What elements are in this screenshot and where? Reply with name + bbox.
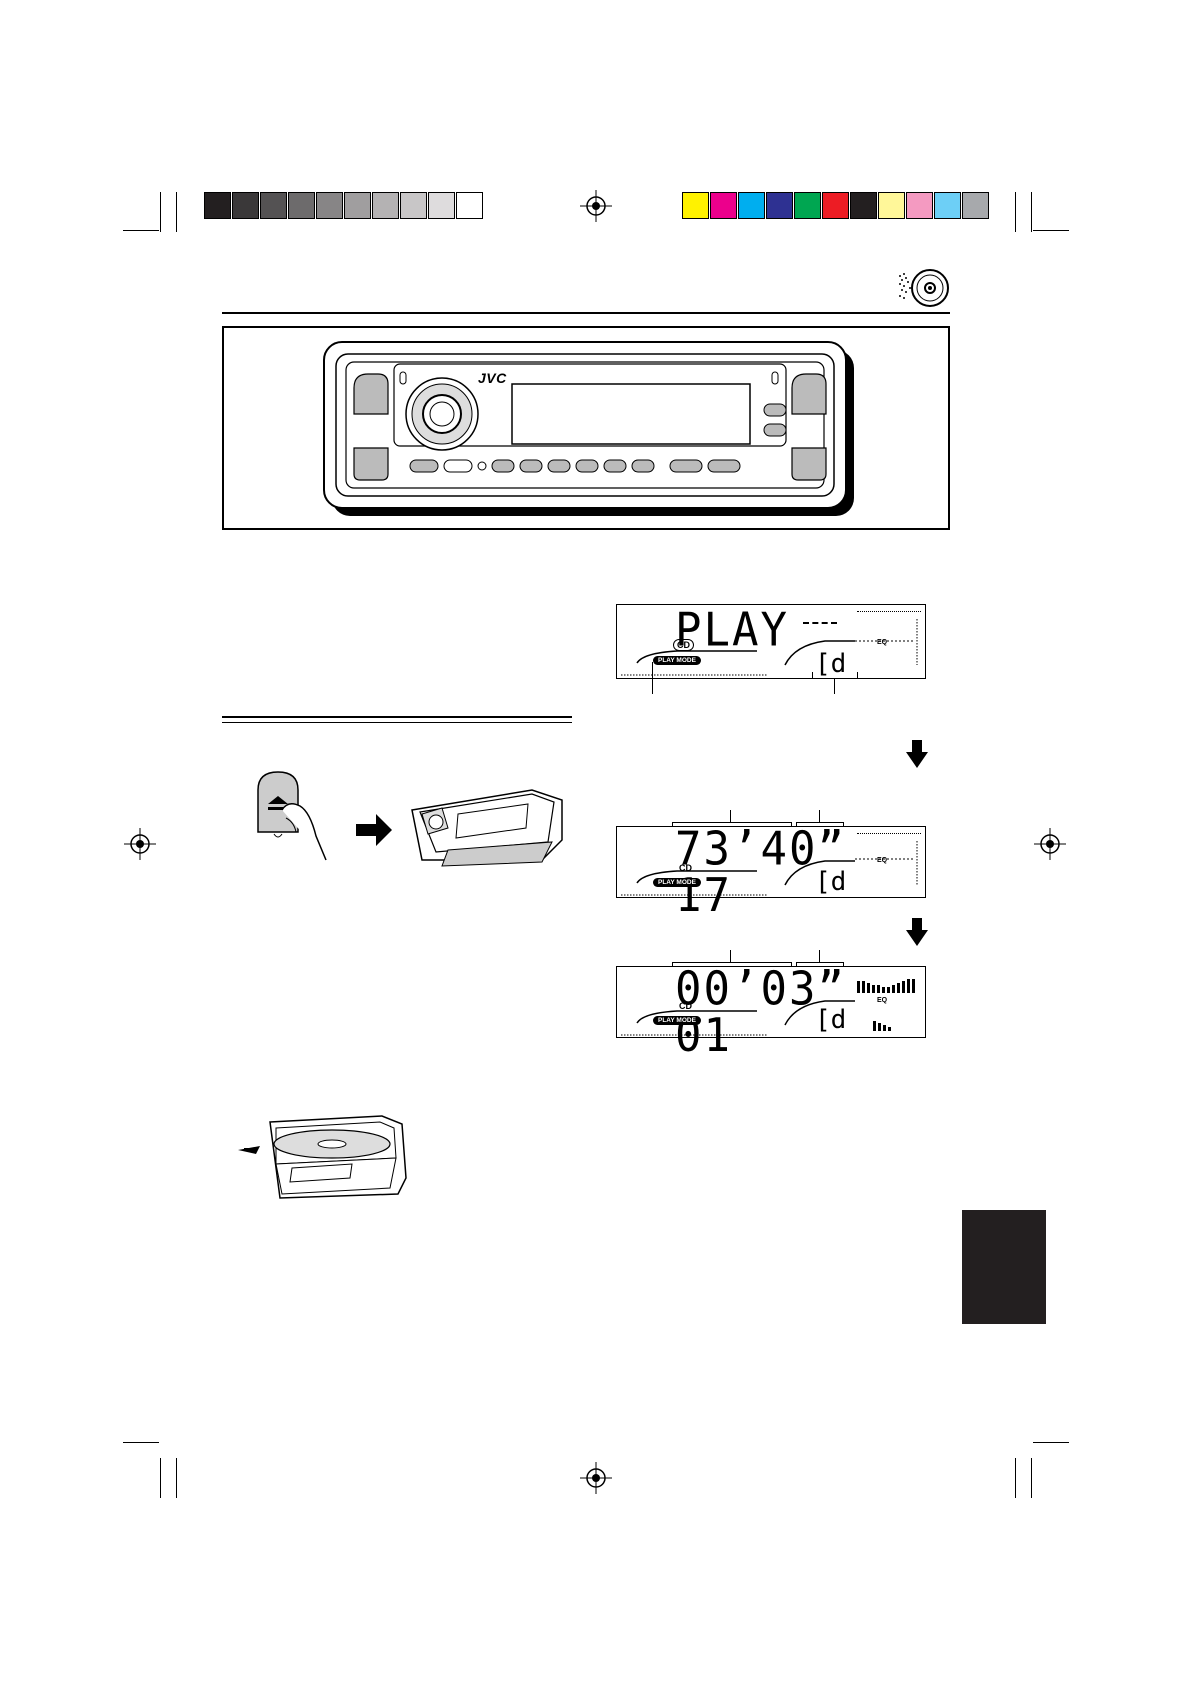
color-swatch	[934, 192, 961, 219]
lcd-eq-label: EQ	[877, 997, 888, 1004]
gray-swatch	[428, 192, 455, 219]
lcd-play-mode: PLAY MODE	[653, 656, 701, 665]
registration-mark-top	[580, 190, 612, 222]
language-tab	[962, 1210, 1046, 1324]
lcd-display-2: 73’40” 17 CD EQ PLAY MODE [d	[616, 826, 926, 919]
section-rule-thin	[222, 722, 572, 723]
registration-mark-bottom	[580, 1462, 612, 1494]
lcd-cd-indicator: CD	[679, 1001, 692, 1011]
gray-swatch	[204, 192, 231, 219]
lcd-source-text: [d	[815, 649, 847, 679]
gray-swatch	[372, 192, 399, 219]
color-swatch	[766, 192, 793, 219]
color-swatch	[878, 192, 905, 219]
lcd-source-text: [d	[815, 867, 847, 897]
lcd-play-mode: PLAY MODE	[653, 1016, 701, 1025]
arrow-down-icon	[906, 740, 928, 768]
lcd-source-text: [d	[815, 1005, 847, 1035]
color-swatch	[822, 192, 849, 219]
callout-line-cd	[652, 662, 653, 694]
gray-swatch	[260, 192, 287, 219]
lcd-spectrum-bars	[621, 979, 915, 1036]
color-swatch	[906, 192, 933, 219]
callout-bracket-track	[796, 822, 844, 829]
insert-disc-illustration	[238, 1115, 407, 1199]
gray-swatch	[456, 192, 483, 219]
eject-illustration	[257, 771, 563, 867]
lcd-eq-label: EQ	[877, 639, 888, 646]
registration-mark-left	[124, 828, 156, 860]
faceplate-brand: JVC	[478, 370, 507, 386]
lcd-eq-label: EQ	[877, 857, 888, 864]
cd-disc-icon	[899, 269, 949, 307]
faceplate-illustration	[323, 341, 854, 516]
lcd-display-1: PLAY CD EQ PLAY MODE [d	[616, 604, 926, 679]
section-rule	[222, 716, 572, 718]
gray-swatch	[288, 192, 315, 219]
registration-mark-right	[1034, 828, 1066, 860]
header-rule	[222, 312, 950, 314]
gray-swatch	[344, 192, 371, 219]
callout-bracket-time	[672, 962, 792, 969]
arrow-down-icon	[906, 918, 928, 946]
color-swatch	[738, 192, 765, 219]
color-swatch	[682, 192, 709, 219]
lcd-play-mode: PLAY MODE	[653, 878, 701, 887]
callout-line-source	[834, 678, 835, 694]
lcd-display-3: 00’03” 01 CD EQ PLAY MODE [d	[616, 966, 926, 1059]
lcd-cd-indicator: CD	[679, 863, 692, 873]
color-swatch	[962, 192, 989, 219]
gray-swatch	[316, 192, 343, 219]
callout-bracket-time	[672, 822, 792, 829]
color-swatch	[710, 192, 737, 219]
gray-swatch	[400, 192, 427, 219]
color-swatch	[850, 192, 877, 219]
callout-bracket-source	[812, 672, 858, 679]
lcd-track-dashes	[803, 622, 837, 624]
color-swatch	[794, 192, 821, 219]
callout-bracket-track	[796, 962, 844, 969]
lcd-main-text: 73’40” 17	[675, 822, 846, 923]
gray-swatch	[232, 192, 259, 219]
faceplate-box	[222, 326, 950, 530]
